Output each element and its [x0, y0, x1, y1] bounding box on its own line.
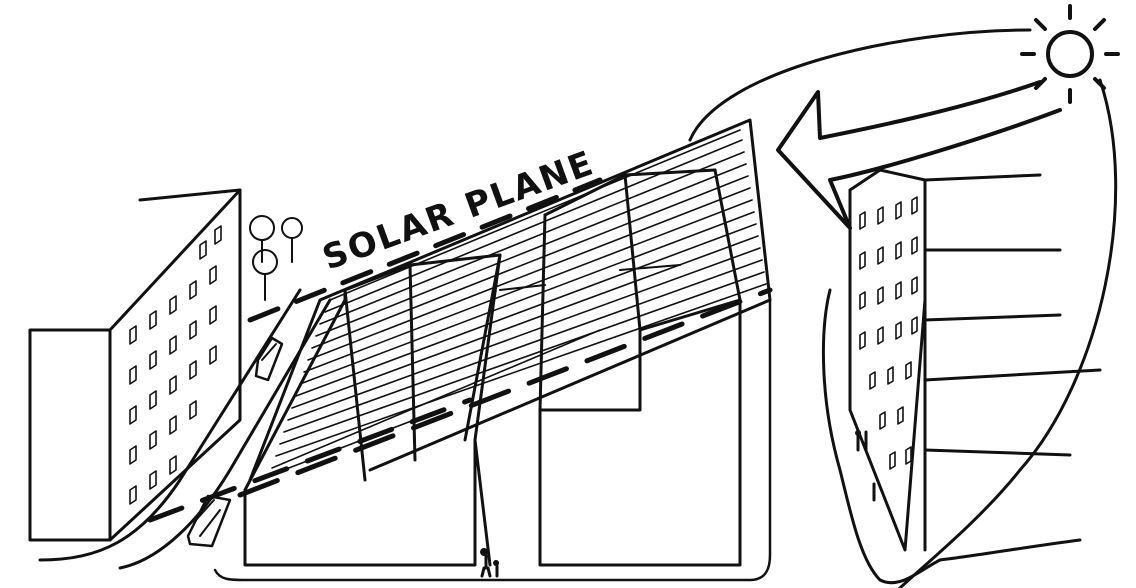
arrow-icon: [778, 82, 1060, 228]
trees: [250, 216, 302, 300]
center-building-right: [500, 170, 740, 565]
block-ground: [215, 300, 770, 580]
right-building: [850, 170, 1100, 550]
car-icon: [256, 338, 282, 380]
left-building: [30, 190, 240, 540]
street-edge-right: [940, 540, 1080, 560]
sun-path-arc-descending: [900, 80, 1116, 588]
center-building-left: [245, 255, 500, 565]
